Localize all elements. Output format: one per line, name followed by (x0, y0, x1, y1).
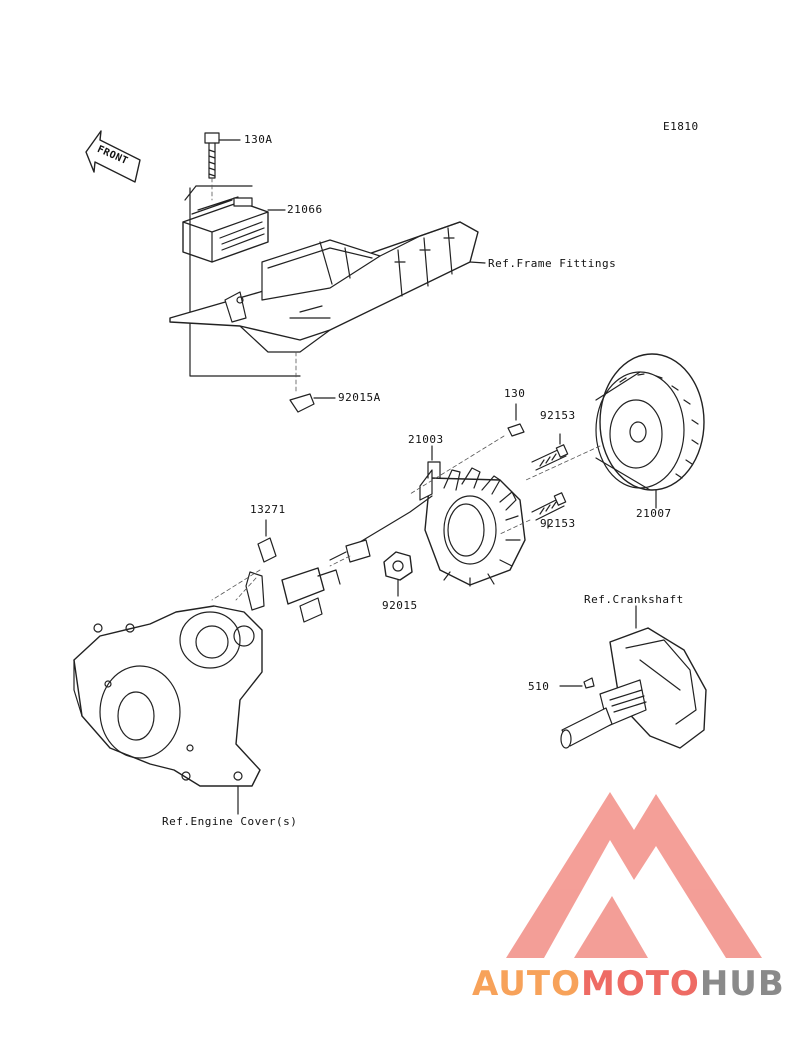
watermark-text: AUTOMOTOHUB (472, 966, 785, 1002)
nut-92015a-icon (289, 393, 336, 413)
regulator-21066-icon (182, 185, 301, 377)
part-label-130a: 130A (244, 133, 273, 146)
bolt-130-icon (507, 403, 525, 437)
part-label-130: 130 (504, 387, 526, 400)
diagram-code: E1810 (663, 120, 699, 133)
part-label-92153-top: 92153 (540, 409, 576, 422)
connector-icon (281, 539, 371, 623)
logo-inner-shape (574, 896, 648, 958)
alignment-lines (211, 177, 601, 601)
bolt-92153-top-icon (531, 433, 569, 471)
bolt-130a-icon (204, 132, 241, 179)
front-arrow-icon (85, 130, 141, 183)
part-label-510: 510 (528, 680, 550, 693)
part-label-92015: 92015 (382, 599, 418, 612)
watermark-auto: AUTO (472, 964, 581, 1004)
crankshaft-icon (559, 605, 707, 749)
part-label-92153-bottom: 92153 (540, 517, 576, 530)
watermark-logo-icon (506, 792, 762, 958)
logo-shape (506, 792, 762, 958)
frame-bracket-icon (169, 221, 486, 353)
nut-92015-icon (383, 551, 413, 597)
ref-label-engine-cover: Ref.Engine Cover(s) (162, 815, 298, 828)
watermark-moto: MOTO (580, 964, 700, 1004)
part-label-21007: 21007 (636, 507, 672, 520)
clamp-13271-icon (245, 519, 277, 611)
ref-label-crankshaft: Ref.Crankshaft (584, 593, 684, 606)
part-label-92015a: 92015A (338, 391, 381, 404)
watermark-hub: HUB (699, 964, 785, 1004)
part-label-21066: 21066 (287, 203, 323, 216)
part-label-21003: 21003 (408, 433, 444, 446)
part-label-13271: 13271 (250, 503, 286, 516)
ref-label-frame-fittings: Ref.Frame Fittings (488, 257, 617, 270)
engine-cover-icon (73, 605, 263, 815)
bolt-92153-bottom-icon (531, 492, 567, 529)
stator-21003-icon (349, 445, 526, 587)
rotor-21007-icon (595, 353, 705, 509)
